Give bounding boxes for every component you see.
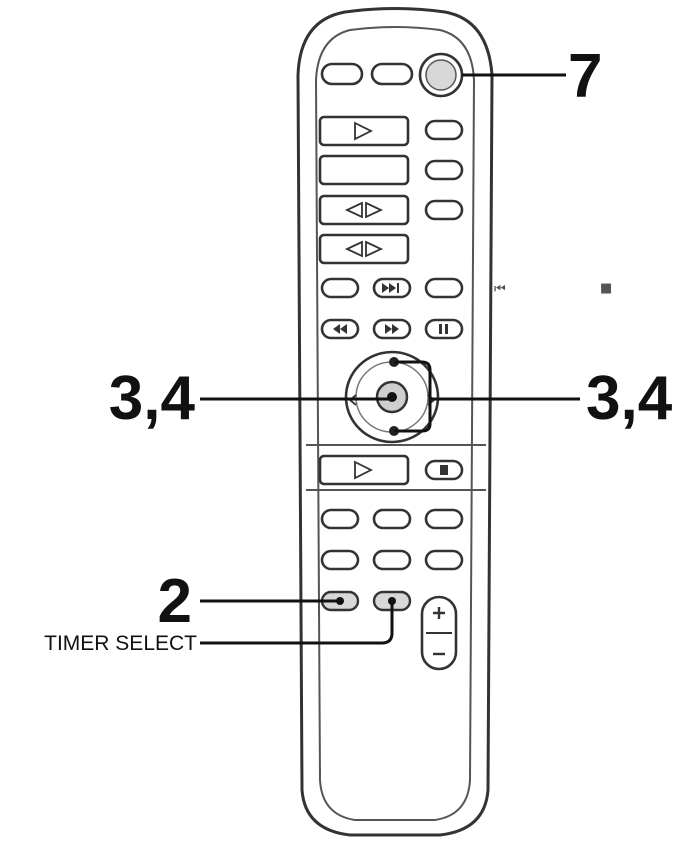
next-track-button[interactable] [372,277,412,299]
pause-icon [439,324,442,334]
fast-forward-button[interactable] [372,318,412,340]
grid-button-1[interactable] [320,508,360,530]
tape-b-button[interactable] [318,233,410,265]
top-left-button[interactable] [320,62,364,86]
grid-button-4[interactable] [320,549,360,571]
top-middle-button[interactable] [370,62,414,86]
side-button-3[interactable] [424,199,464,221]
transport-left-button[interactable] [320,277,360,299]
side-button-1[interactable] [424,119,464,141]
rewind-button[interactable] [320,318,360,340]
play-button[interactable] [318,454,410,486]
callout-line-timer-select [200,601,394,645]
callout-power-label: 7 [568,42,602,111]
reverse-play-icon [344,201,363,219]
grid-button-6[interactable] [424,549,464,571]
callout-right-joystick-label: 3,4 [586,364,673,433]
transport-right-button[interactable] [424,277,464,299]
callout-left-joystick-label: 3,4 [109,364,196,433]
legend-prev-icon: ⏮ [494,282,506,297]
fast-forward-icon [385,324,399,334]
side-button-2[interactable] [424,159,464,181]
callout-timer-select-label: TIMER SELECT [44,632,197,655]
rewind-icon [333,324,347,334]
stop-button[interactable] [424,459,464,481]
callout-clock-set-label: 2 [158,567,192,636]
blank-function-button[interactable] [318,154,410,186]
forward-play-icon [365,201,384,219]
forward-play-icon [365,240,384,258]
volume-rocker[interactable] [420,595,458,671]
grid-button-3[interactable] [424,508,464,530]
jog-bracket [394,360,432,433]
next-track-icon [382,283,396,293]
play-icon [354,460,374,480]
play-icon [354,121,374,141]
power-button[interactable] [418,52,464,98]
pause-button[interactable] [424,318,464,340]
volume-plus-icon [433,607,445,619]
cd-play-button[interactable] [318,115,410,147]
legend-stop-icon: ■ [600,281,612,296]
grid-button-5[interactable] [372,549,412,571]
stop-icon [440,465,448,475]
grid-button-2[interactable] [372,508,412,530]
tape-a-button[interactable] [318,194,410,226]
reverse-play-icon [344,240,363,258]
